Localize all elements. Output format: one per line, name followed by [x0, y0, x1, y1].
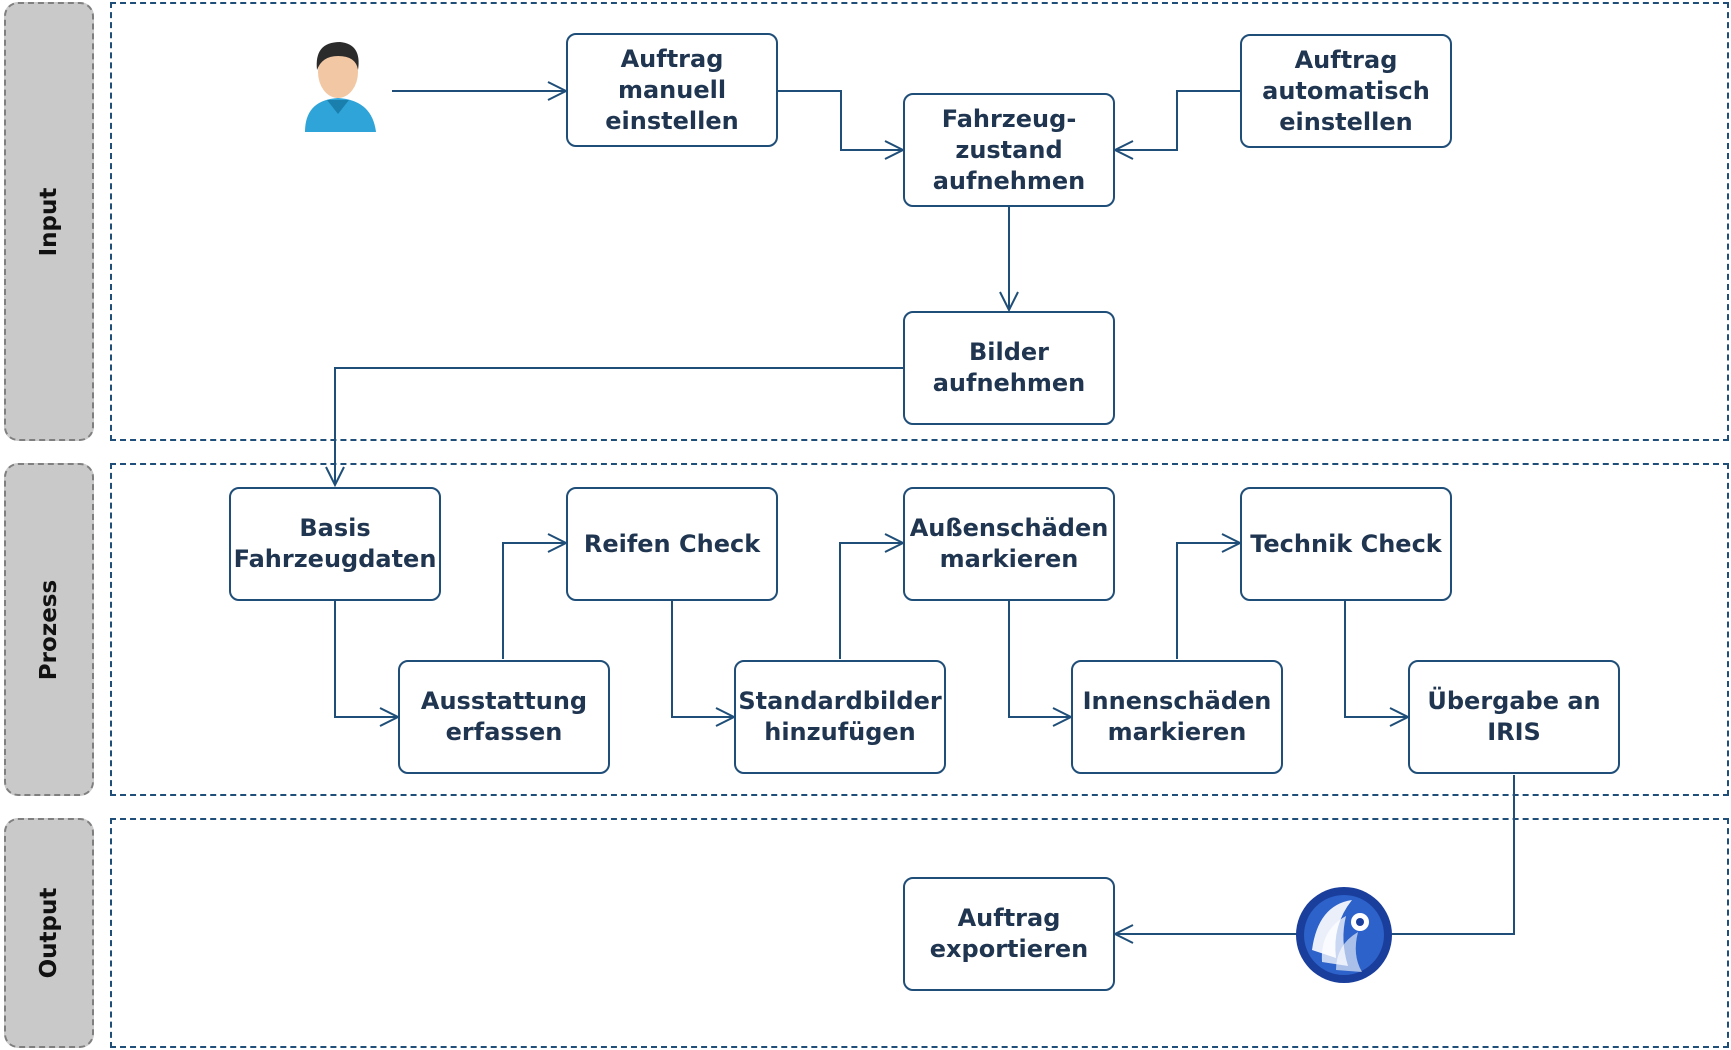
arrow-manuell-to-zustand: [778, 90, 903, 150]
node-label: Innenschäden markieren: [1082, 687, 1272, 746]
lane-label-output: Output: [4, 818, 94, 1048]
lane-prozess: [110, 463, 1729, 796]
arrow-basis-to-ausstattung: [334, 601, 398, 717]
arrow-automatisch-to-zustand: [1115, 90, 1240, 150]
node-fahrzeugzustand: Fahrzeug- zustand aufnehmen: [903, 93, 1115, 207]
node-innenschaeden: Innenschäden markieren: [1071, 660, 1283, 774]
node-label: Übergabe an IRIS: [1427, 687, 1601, 746]
node-label: Auftrag exportieren: [929, 904, 1089, 963]
node-label: Auftrag manuell einstellen: [605, 44, 739, 135]
iris-logo-icon: [1296, 887, 1392, 983]
arrow-bilder-to-basis: [335, 367, 903, 485]
arrow-reifen-to-standardbilder: [671, 601, 734, 717]
node-reifen: Reifen Check: [566, 487, 778, 601]
node-aussenschaeden: Außenschäden markieren: [903, 487, 1115, 601]
node-auftrag-automatisch: Auftrag automatisch einstellen: [1240, 34, 1452, 148]
lane-input: [110, 2, 1729, 441]
arrow-aussen-to-innen: [1008, 601, 1071, 717]
node-label: Standardbilder hinzufügen: [738, 687, 942, 746]
node-label: Basis Fahrzeugdaten: [233, 514, 437, 573]
arrow-technik-to-uebergabe: [1344, 601, 1408, 717]
node-export: Auftrag exportieren: [903, 877, 1115, 991]
node-auftrag-manuell: Auftrag manuell einstellen: [566, 33, 778, 147]
node-label: Fahrzeug- zustand aufnehmen: [932, 104, 1086, 195]
node-label: Auftrag automatisch einstellen: [1262, 45, 1430, 136]
node-uebergabe: Übergabe an IRIS: [1408, 660, 1620, 774]
lane-label-prozess: Prozess: [4, 463, 94, 796]
node-standardbilder: Standardbilder hinzufügen: [734, 660, 946, 774]
arrow-uebergabe-to-export: [1115, 775, 1515, 934]
arrow-standardbilder-to-aussen: [839, 543, 903, 659]
user-icon: [305, 42, 376, 132]
node-bilder: Bilder aufnehmen: [903, 311, 1115, 425]
node-label: Ausstattung erfassen: [420, 687, 588, 746]
arrow-innen-to-technik: [1176, 543, 1240, 659]
lane-output: [110, 818, 1729, 1048]
arrow-ausstattung-to-reifen: [502, 543, 566, 659]
node-label: Außenschäden markieren: [909, 514, 1109, 573]
node-technik: Technik Check: [1240, 487, 1452, 601]
node-label: Technik Check: [1250, 529, 1442, 558]
lane-label-input: Input: [4, 2, 94, 441]
node-ausstattung: Ausstattung erfassen: [398, 660, 610, 774]
node-basis: Basis Fahrzeugdaten: [229, 487, 441, 601]
node-label: Reifen Check: [583, 529, 761, 558]
node-label: Bilder aufnehmen: [932, 338, 1086, 397]
